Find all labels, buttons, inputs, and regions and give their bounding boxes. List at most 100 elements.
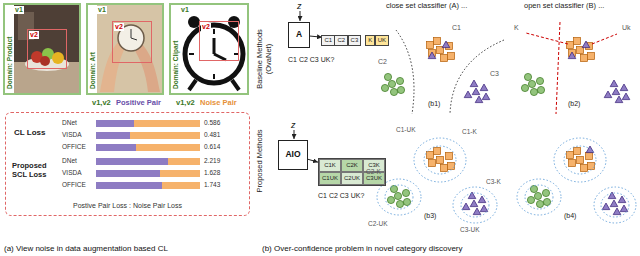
loss-bars bbox=[96, 144, 136, 151]
latent-arrow bbox=[300, 11, 301, 21]
scatter-b2 bbox=[582, 41, 590, 48]
clipart-clock bbox=[189, 80, 196, 90]
pair-key: v1,v2 bbox=[176, 99, 195, 108]
scatter-b1 bbox=[450, 40, 504, 114]
scatter-b4 bbox=[517, 138, 636, 223]
panel-tag: (b3) bbox=[424, 212, 436, 220]
panel-header: close set classifier (A) ... bbox=[386, 2, 467, 11]
domain-label: Domain: Art bbox=[89, 52, 96, 89]
class-cell: C1K bbox=[319, 159, 341, 172]
clipart-clock bbox=[214, 54, 226, 60]
latent-arrow bbox=[294, 130, 295, 139]
scatter-b2 bbox=[526, 33, 568, 44]
dataset-name: VISDA bbox=[62, 169, 82, 176]
scatter-b3 bbox=[424, 146, 456, 174]
dataset-name: DNet bbox=[62, 157, 77, 164]
class-cell: C3 bbox=[348, 35, 362, 46]
product-photo bbox=[52, 52, 64, 64]
loss-bars bbox=[130, 132, 200, 139]
scatter-b1 bbox=[381, 30, 504, 114]
domain-label: Domain: Clipart bbox=[172, 41, 179, 89]
model-name: A bbox=[296, 30, 302, 40]
loss-value: 1.743 bbox=[204, 181, 220, 188]
cluster-label: C2 bbox=[378, 58, 387, 66]
connector-arrow bbox=[310, 36, 322, 37]
scatter-b3 bbox=[377, 138, 497, 223]
cluster-label: C1 bbox=[452, 24, 461, 32]
product-photo bbox=[5, 5, 79, 93]
prediction-text: C1 C2 C3 UK? bbox=[288, 56, 334, 64]
cluster-label: C1-UK bbox=[396, 126, 416, 133]
view-label: v1 bbox=[97, 6, 107, 14]
latent-symbol: z bbox=[291, 120, 296, 130]
class-cell: C2K bbox=[341, 159, 363, 172]
loss-bars bbox=[96, 182, 162, 189]
clipart-clock bbox=[189, 29, 239, 79]
scatter-b3 bbox=[385, 185, 413, 209]
product-photo bbox=[5, 5, 79, 93]
scatter-b1 bbox=[427, 38, 455, 62]
scatter-b4 bbox=[594, 187, 636, 223]
class-cell: C1UK bbox=[319, 172, 341, 185]
scatter-b1 bbox=[381, 73, 404, 95]
scatter-b1 bbox=[428, 52, 436, 59]
scatter-b2 bbox=[592, 34, 617, 44]
cluster-label: C1-K bbox=[462, 128, 477, 135]
clipart-clock bbox=[213, 29, 215, 34]
image-panel: Domain: Productv1v2 bbox=[3, 3, 81, 95]
view-label: v2 bbox=[201, 23, 211, 31]
dataset-name: OFFICE bbox=[62, 181, 86, 188]
pair-type: Noise Pair bbox=[200, 99, 237, 108]
loss-bars bbox=[168, 158, 200, 165]
clipart-clock bbox=[232, 80, 239, 90]
panel-header: open set classifier (B) ... bbox=[524, 2, 604, 11]
scatter-b3 bbox=[461, 193, 489, 217]
class-cell: C1 bbox=[321, 35, 335, 46]
loss-bars bbox=[96, 132, 130, 139]
art-painting bbox=[131, 38, 137, 40]
loss-value: 0.481 bbox=[204, 131, 220, 138]
product-photo bbox=[14, 5, 79, 93]
view-label: v2 bbox=[114, 23, 124, 31]
scatter-b4 bbox=[517, 179, 561, 215]
model-name: AIO bbox=[285, 150, 300, 160]
art-painting bbox=[131, 29, 132, 38]
method-group: Baseline Methods (OvaNet) bbox=[256, 26, 273, 92]
scatter-b4 bbox=[517, 138, 636, 223]
cluster-label: K bbox=[514, 24, 519, 32]
scatter-b4 bbox=[564, 146, 596, 174]
cluster-label: C3-K bbox=[486, 178, 501, 185]
view-crop-box: v2 bbox=[199, 21, 239, 61]
clipart-clock bbox=[213, 74, 215, 79]
cluster-label: C3-UK bbox=[460, 226, 480, 233]
art-painting bbox=[88, 5, 162, 93]
scatter-b3 bbox=[414, 138, 466, 182]
clipart-clock bbox=[185, 25, 243, 83]
scatter-b2 bbox=[556, 22, 560, 114]
cluster-label: C3 bbox=[490, 70, 499, 78]
prediction-text: C1 C2 C3 UK? bbox=[318, 192, 364, 200]
cluster-label: C2-UK bbox=[368, 220, 388, 227]
view-label: v1 bbox=[180, 6, 190, 14]
scatter-b4 bbox=[527, 185, 550, 207]
subfigure-caption: (a) View noise in data augmentation base… bbox=[4, 244, 168, 253]
scatter-b2 bbox=[521, 22, 629, 114]
loss-bars bbox=[136, 144, 200, 151]
pair-type: Positive Pair bbox=[116, 99, 161, 108]
latent-symbol: z bbox=[297, 1, 302, 11]
loss-bars bbox=[96, 158, 168, 165]
scatter-b2 bbox=[521, 73, 544, 95]
dataset-name: VISDA bbox=[62, 131, 82, 138]
loss-value: 0.614 bbox=[204, 143, 220, 150]
scatter-b3 bbox=[427, 148, 455, 172]
art-painting bbox=[97, 5, 162, 93]
image-panel: Domain: Art v1 v2 bbox=[86, 3, 164, 95]
connector-arrow bbox=[308, 159, 318, 162]
panel-tag: (b2) bbox=[568, 100, 580, 108]
class-cell: UK bbox=[375, 35, 389, 46]
clipart-clock bbox=[171, 5, 247, 93]
method-group: Proposed Methods bbox=[256, 128, 265, 194]
model-box: AIO bbox=[278, 140, 308, 170]
loss-bars bbox=[162, 182, 200, 189]
